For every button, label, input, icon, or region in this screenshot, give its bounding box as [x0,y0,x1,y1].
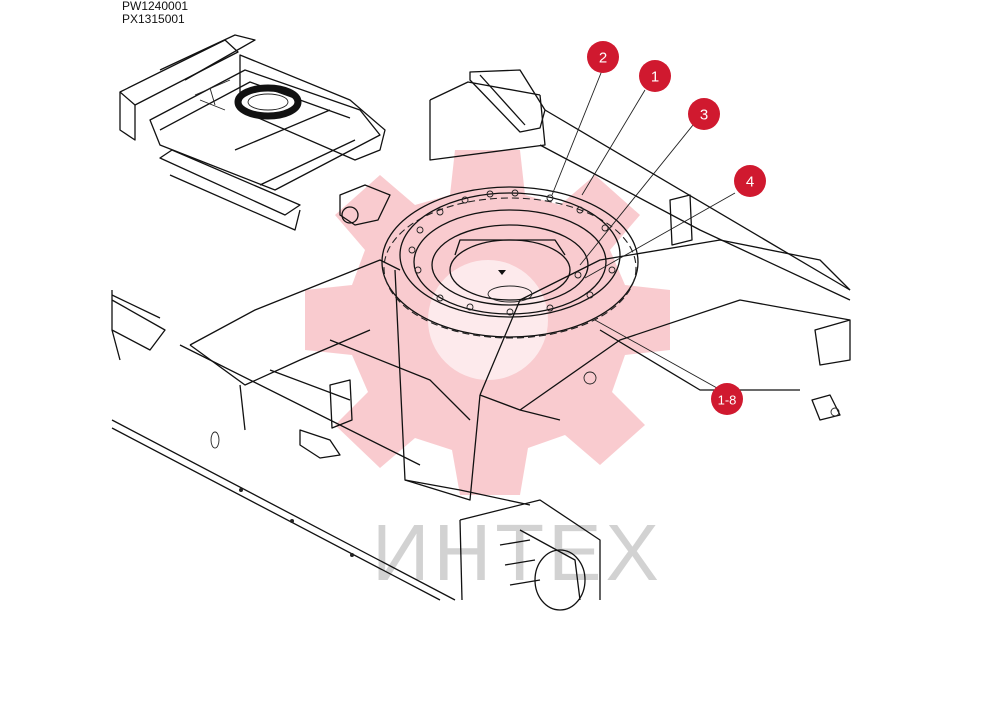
inset-undercarriage-overview [119,34,386,231]
callout-label: 3 [700,107,708,124]
document-codes: PW1240001 PX1315001 [122,0,188,26]
main-frame [111,69,851,611]
callout-label: 2 [599,50,607,67]
callout-1-8[interactable]: 1-8 [711,383,743,415]
callout-label: 4 [746,174,754,191]
callout-1[interactable]: 1 [639,60,671,92]
leader-lines [551,67,736,389]
callout-4[interactable]: 4 [734,165,766,197]
callout-2[interactable]: 2 [587,41,619,73]
callout-3[interactable]: 3 [688,98,720,130]
bearing-bolt-holes [408,189,616,316]
code-primary: PW1240001 [122,0,189,13]
callout-label: 1-8 [718,393,737,408]
callout-label: 1 [651,69,659,86]
slewing-ring-bearing [381,186,639,339]
watermark-gear-icon [305,150,670,495]
code-secondary: PX1315001 [122,12,185,26]
